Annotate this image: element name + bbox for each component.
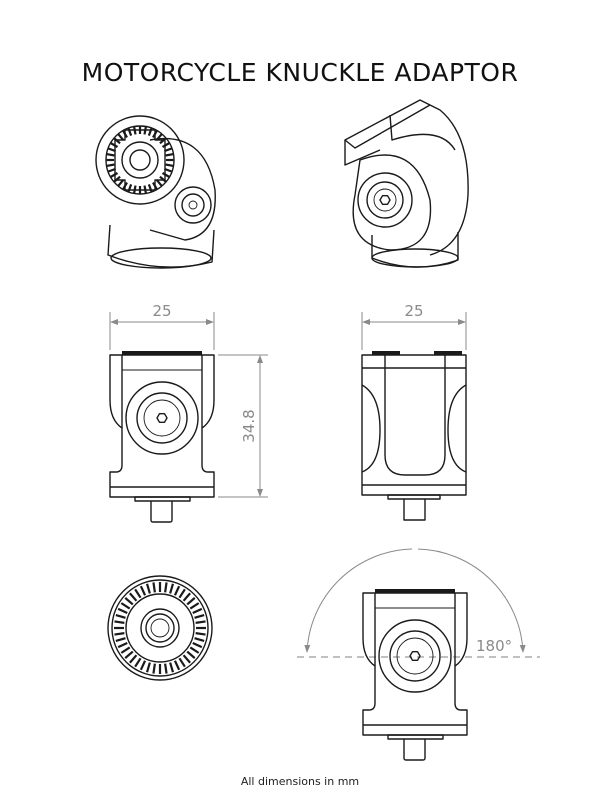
gear-tooth — [145, 662, 151, 673]
gear-tooth — [147, 184, 153, 193]
gear-tooth — [139, 660, 147, 671]
dimension-width-side: 25 — [361, 302, 467, 350]
gear-tooth — [127, 184, 133, 193]
dimension-label-width: 25 — [152, 302, 171, 320]
gear-tooth — [164, 582, 168, 593]
dimension-height: 34.8 — [218, 354, 268, 498]
gear-tooth — [186, 650, 196, 659]
gear-tooth — [159, 137, 167, 145]
gear-tooth — [161, 172, 170, 178]
gear-tooth — [194, 637, 205, 643]
gear-tooth — [182, 654, 191, 664]
gear-tooth — [117, 133, 125, 141]
gear-tooth — [194, 613, 205, 619]
dimension-width-front: 25 — [109, 302, 215, 350]
gear-tooth — [178, 588, 186, 599]
gear-tooth — [182, 592, 191, 602]
gear-tooth — [113, 137, 121, 145]
gear-tooth — [195, 620, 206, 624]
gear-tooth — [173, 660, 181, 671]
dimension-label-height: 34.8 — [240, 409, 258, 442]
gear-tooth — [147, 127, 153, 136]
gear-tooth — [165, 153, 174, 157]
gear-tooth — [115, 637, 126, 643]
gear-tooth — [152, 663, 156, 674]
footnote: All dimensions in mm — [240, 775, 360, 788]
gear-tooth — [155, 133, 163, 141]
gear-tooth — [115, 613, 126, 619]
bottom-view-gear — [107, 575, 213, 681]
gear-tooth — [152, 582, 156, 593]
gear-tooth — [169, 583, 175, 594]
front-view — [109, 350, 215, 523]
side-view — [361, 351, 467, 521]
page-title: MOTORCYCLE KNUCKLE ADAPTOR — [81, 58, 519, 87]
gear-tooth — [178, 657, 186, 668]
gear-tooth — [117, 641, 128, 649]
gear-tooth — [169, 662, 175, 673]
gear-tooth — [124, 597, 134, 606]
isometric-view-hex-side — [344, 99, 469, 268]
gear-tooth — [186, 597, 196, 606]
gear-tooth — [106, 163, 115, 167]
gear-tooth — [159, 175, 167, 183]
rotation-angle-label: 180° — [476, 637, 512, 655]
gear-tooth — [127, 127, 133, 136]
gear-tooth — [161, 142, 170, 148]
gear-tooth — [113, 175, 121, 183]
gear-tooth — [106, 153, 115, 157]
gear-tooth — [129, 592, 138, 602]
gear-tooth — [110, 172, 119, 178]
gear-tooth — [173, 585, 181, 596]
gear-tooth — [192, 641, 203, 649]
gear-tooth — [120, 646, 131, 654]
gear-tooth — [139, 585, 147, 596]
gear-tooth — [155, 179, 163, 187]
gear-tooth — [129, 654, 138, 664]
gear-tooth — [110, 142, 119, 148]
gear-tooth — [195, 632, 206, 636]
isometric-view-gear-side — [95, 115, 216, 269]
gear-tooth — [164, 663, 168, 674]
rotation-view: 180° — [297, 548, 540, 761]
dimension-label-side-width: 25 — [404, 302, 423, 320]
gear-tooth — [189, 602, 200, 610]
gear-tooth — [145, 583, 151, 594]
gear-tooth — [114, 632, 125, 636]
gear-tooth — [124, 650, 134, 659]
gear-tooth — [117, 179, 125, 187]
gear-tooth — [114, 620, 125, 624]
gear-tooth — [192, 607, 203, 615]
gear-tooth — [165, 163, 174, 167]
gear-tooth — [134, 657, 142, 668]
gear-tooth — [120, 602, 131, 610]
gear-tooth — [189, 646, 200, 654]
gear-tooth — [117, 607, 128, 615]
gear-tooth — [134, 588, 142, 599]
